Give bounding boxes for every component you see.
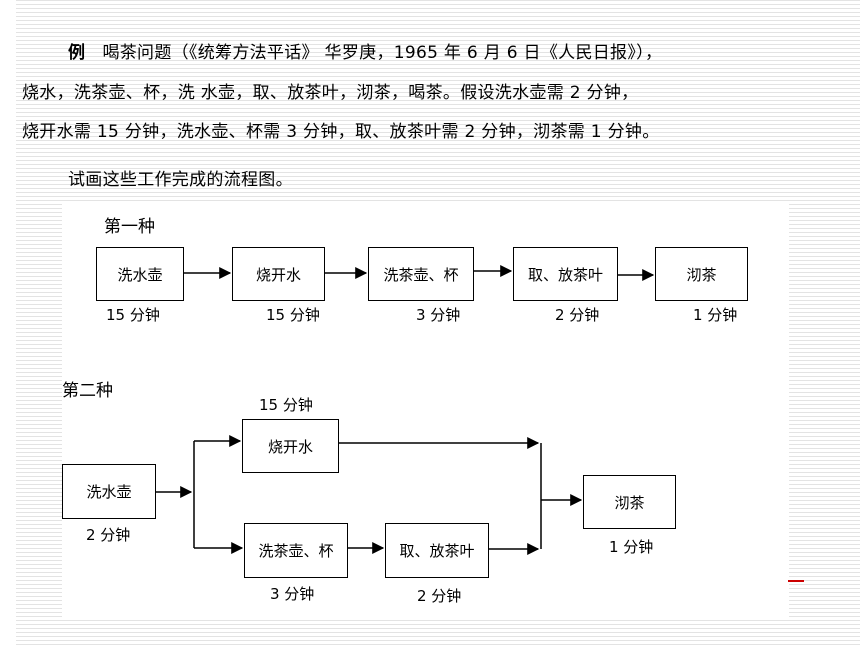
accent-mark	[788, 580, 804, 582]
scheme1-step-brew-tea: 沏茶	[655, 247, 748, 301]
scheme1-step-wash-cups: 洗茶壶、杯	[368, 247, 474, 301]
scheme1-step-boil-water: 烧开水	[232, 247, 325, 301]
example-label: 例	[68, 43, 86, 63]
intro-line-4: 试画这些工作完成的流程图。	[68, 170, 293, 190]
scheme1-step-tea-leaves: 取、放茶叶	[513, 247, 618, 301]
scheme2-time-wash-cups: 3 分钟	[270, 585, 315, 603]
scheme1-time-2: 15 分钟	[266, 306, 320, 324]
scheme1-time-5: 1 分钟	[693, 306, 738, 324]
scheme2-step-wash-kettle: 洗水壶	[62, 464, 156, 519]
scheme2-heading: 第二种	[62, 381, 113, 401]
scheme1-time-4: 2 分钟	[555, 306, 600, 324]
scheme1-heading: 第一种	[104, 217, 155, 237]
scheme2-time-brew: 1 分钟	[609, 538, 654, 556]
intro-line-1: 例 喝茶问题（《统筹方法平话》 华罗庚，1965 年 6 月 6 日《人民日报》…	[68, 38, 662, 63]
scheme2-time-wash-kettle: 2 分钟	[86, 526, 131, 544]
scheme2-time-tea-leaves: 2 分钟	[417, 587, 462, 605]
scheme2-step-wash-cups: 洗茶壶、杯	[244, 523, 348, 578]
intro-line-1-text: 喝茶问题（《统筹方法平话》 华罗庚，1965 年 6 月 6 日《人民日报》），	[102, 43, 663, 63]
scheme1-time-1: 15 分钟	[106, 306, 160, 324]
intro-line-3: 烧开水需 15 分钟，洗水壶、杯需 3 分钟，取、放茶叶需 2 分钟，沏茶需 1…	[22, 122, 660, 142]
scheme1-time-3: 3 分钟	[416, 306, 461, 324]
scheme2-time-boil: 15 分钟	[259, 396, 313, 414]
scheme2-step-boil-water: 烧开水	[242, 419, 339, 473]
scheme2-step-tea-leaves: 取、放茶叶	[385, 523, 489, 578]
scheme2-step-brew-tea: 沏茶	[583, 475, 676, 529]
intro-line-2: 烧水，洗茶壶、杯，洗 水壶，取、放茶叶，沏茶，喝茶。假设洗水壶需 2 分钟，	[22, 83, 639, 103]
scheme1-step-wash-kettle: 洗水壶	[96, 247, 184, 301]
